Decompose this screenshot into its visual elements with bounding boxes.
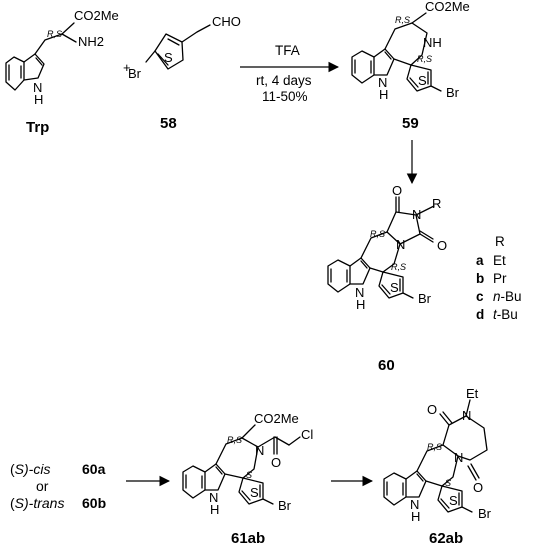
r-suffix-d: -Bu [497, 307, 518, 322]
atom-thiophene-s: S [390, 280, 399, 295]
stereo-descriptor: R,S [417, 54, 432, 64]
condition-time: rt, 4 days [256, 73, 312, 88]
starting-materials: (S)-cis 60a or (S)-trans 60b [10, 461, 106, 511]
tryptophan-structure: N H CO2Me NH2 R,S Trp [5, 8, 119, 136]
atom-bromo: Br [418, 291, 432, 306]
atom-ring-n: N [454, 450, 463, 465]
atom-bromo: Br [128, 66, 142, 81]
atom-ring-n: N [396, 237, 405, 252]
atom-nh: NH [423, 35, 442, 50]
r-prefix-d: t [493, 307, 498, 322]
atom-carbonyl-o: O [427, 402, 437, 417]
compound-label-60: 60 [378, 357, 395, 374]
r-value-a: Et [493, 253, 506, 268]
cis-text: )-cis [22, 461, 50, 477]
r-key-a: a [476, 253, 484, 268]
compound-label-62ab: 62ab [429, 530, 463, 547]
atom-cho: CHO [212, 14, 241, 29]
compound-id-60b: 60b [82, 495, 106, 511]
atom-indole-n: N [410, 497, 419, 512]
atom-thiophene-s: S [250, 485, 259, 500]
atom-carbonyl-o: O [437, 238, 447, 253]
r-value-c: n-Bu [493, 289, 522, 304]
compound-label-59: 59 [402, 115, 419, 132]
reagent-tfa: TFA [275, 43, 300, 58]
stereo-descriptor: R,S [370, 229, 385, 239]
atom-thiophene-s: S [164, 50, 173, 65]
atom-indole-n: N [378, 75, 387, 90]
r-group-table: R a Et b Pr c n-Bu d t-Bu [476, 234, 522, 322]
r-value-d: t-Bu [493, 307, 518, 322]
atom-nh-h: H [34, 92, 43, 107]
or-text: or [36, 478, 49, 494]
stereo-descriptor: S [246, 470, 252, 480]
compound-58-structure: S Br CHO 58 [128, 14, 241, 132]
atom-hydantoin-n: N [412, 207, 421, 222]
stereo-descriptor: R,S [427, 442, 442, 452]
compound-61ab-structure: CO2Me Cl N O N H S Br R,S S 61ab [182, 411, 313, 547]
atom-amide-n: N [255, 443, 264, 458]
atom-indole-h: H [379, 87, 388, 102]
stereo-descriptor: R,S [47, 29, 62, 39]
stereo-descriptor: R,S [395, 15, 410, 25]
stereo-descriptor: S [445, 478, 451, 488]
atom-ethyl: Et [466, 386, 479, 401]
atom-indole-h: H [210, 502, 219, 517]
atom-indole-n: N [209, 490, 218, 505]
r-value-b: Pr [493, 271, 507, 286]
r-table-header: R [495, 234, 505, 249]
r-key-b: b [476, 271, 484, 286]
compound-59-structure: CO2Me NH N H S Br R,S R,S 59 [351, 0, 470, 132]
plus-sign: + [123, 60, 131, 75]
r-key-d: d [476, 307, 484, 322]
atom-indole-h: H [356, 297, 365, 312]
compound-62ab-structure: O N Et N O N H S Br R,S S 62ab [383, 386, 492, 547]
cis-descriptor: (S)-cis [10, 461, 50, 477]
stereo-descriptor: R,S [227, 435, 242, 445]
stereo-descriptor: R,S [391, 262, 406, 272]
atom-indole-n: N [355, 285, 364, 300]
atom-co2me: CO2Me [254, 411, 299, 426]
paren-open: ( [10, 461, 15, 477]
atom-amide-n: N [462, 408, 471, 423]
atom-carbonyl-o: O [473, 480, 483, 495]
compound-label-58: 58 [160, 115, 177, 132]
compound-label-61ab: 61ab [231, 530, 265, 547]
atom-co2me: CO2Me [425, 0, 470, 14]
r-suffix-c: -Bu [501, 289, 522, 304]
atom-bromo: Br [278, 498, 292, 513]
atom-bromo: Br [446, 85, 460, 100]
config-s: S [15, 461, 25, 477]
compound-60-structure: O N R O N N H S Br R,S R,S 60 [327, 183, 447, 374]
compound-label-trp: Trp [26, 119, 49, 136]
trans-descriptor: (S)-trans [10, 495, 64, 511]
r-key-c: c [476, 289, 484, 304]
atom-co2me: CO2Me [74, 8, 119, 23]
atom-bromo: Br [478, 506, 492, 521]
atom-carbonyl-o: O [392, 183, 402, 198]
atom-r-group: R [432, 196, 441, 211]
r-prefix-c: n [493, 289, 501, 304]
paren-open: ( [10, 495, 15, 511]
compound-id-60a: 60a [82, 461, 106, 477]
atom-nh-n: N [33, 80, 42, 95]
atom-indole-h: H [411, 509, 420, 524]
atom-thiophene-s: S [449, 493, 458, 508]
atom-nh2: NH2 [78, 34, 104, 49]
atom-chloro: Cl [301, 427, 313, 442]
config-s: S [15, 495, 25, 511]
atom-carbonyl-o: O [271, 455, 281, 470]
atom-thiophene-s: S [418, 73, 427, 88]
trans-text: )-trans [22, 495, 64, 511]
condition-yield: 11-50% [262, 89, 308, 104]
